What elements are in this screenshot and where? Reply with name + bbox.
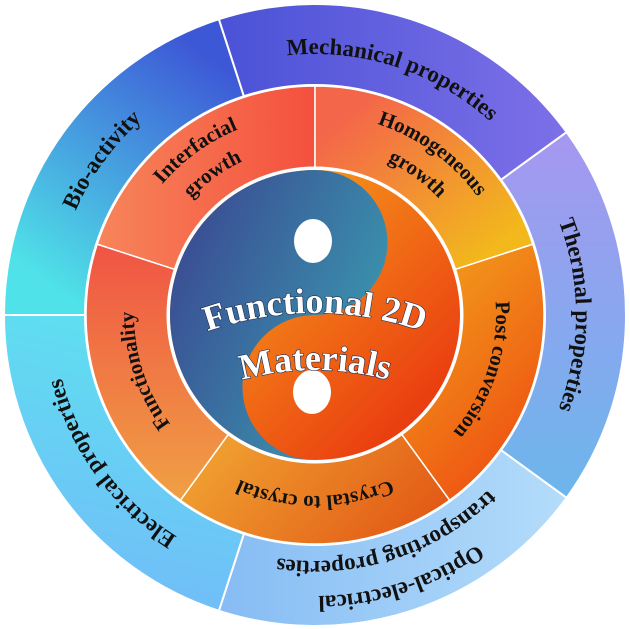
center-title-line-1: Functional 2D <box>198 281 432 339</box>
inner-ring <box>85 85 545 545</box>
yin-yang-yin-half <box>170 170 388 460</box>
yin-yang-top-dot <box>294 219 332 263</box>
outer-ring <box>2 3 627 627</box>
yin-yang <box>170 170 460 460</box>
outer-segment-electrical-properties <box>2 314 246 613</box>
yin-yang-bottom-dot <box>293 370 331 414</box>
